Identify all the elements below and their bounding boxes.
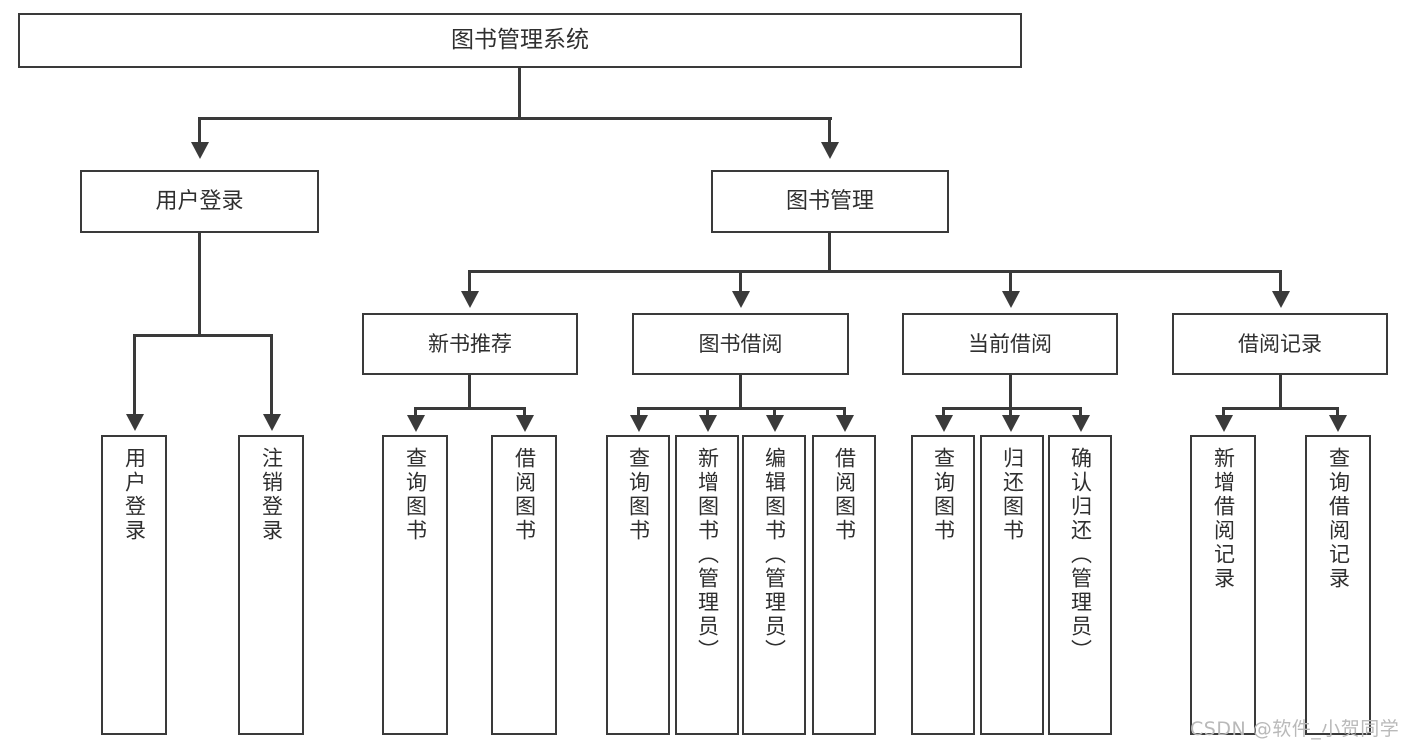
leaf-current-query-book[interactable]: 查询图书 — [911, 435, 975, 735]
edge-root-bus — [198, 117, 832, 120]
edge-book-borrow-to-add — [706, 407, 709, 417]
node-label: 借阅记录 — [1238, 331, 1322, 356]
arrow-current-to-confirm — [1072, 415, 1090, 432]
node-label: 图书管理 — [785, 188, 874, 214]
node-label: 用户登录 — [155, 188, 244, 214]
arrow-root-to-user-login — [191, 142, 209, 159]
node-user-login[interactable]: 用户登录 — [80, 170, 319, 233]
node-label: 确认归还（管理员） — [1068, 447, 1093, 663]
edge-root-stem — [518, 68, 521, 118]
edge-borrow-record-stem — [1279, 375, 1282, 408]
arrow-book-mgmt-to-new-book — [461, 291, 479, 308]
node-book-borrow[interactable]: 图书借阅 — [632, 313, 849, 375]
node-label: 注销登录 — [259, 447, 284, 543]
arrow-user-login-to-login — [126, 414, 144, 431]
arrow-record-to-query — [1329, 415, 1347, 432]
arrow-record-to-add — [1215, 415, 1233, 432]
leaf-borrow-query-book[interactable]: 查询图书 — [606, 435, 670, 735]
leaf-record-query-record[interactable]: 查询借阅记录 — [1305, 435, 1371, 735]
node-label: 借阅图书 — [512, 447, 537, 543]
node-label: 新书推荐 — [428, 331, 512, 356]
leaf-current-confirm-return-admin[interactable]: 确认归还（管理员） — [1048, 435, 1112, 735]
node-label: 用户登录 — [122, 447, 147, 543]
edge-new-book-to-query — [414, 407, 417, 417]
leaf-borrow-edit-book-admin[interactable]: 编辑图书（管理员） — [742, 435, 806, 735]
edge-current-to-query — [942, 407, 945, 417]
edge-book-borrow-to-lend — [843, 407, 846, 417]
leaf-recommend-query-book[interactable]: 查询图书 — [382, 435, 448, 735]
edge-current-to-confirm — [1079, 407, 1082, 417]
leaf-borrow-add-book-admin[interactable]: 新增图书（管理员） — [675, 435, 739, 735]
edge-current-borrow-bus — [942, 407, 1082, 410]
edge-root-to-user-login — [198, 117, 201, 144]
node-label: 编辑图书（管理员） — [762, 447, 787, 663]
node-label: 查询借阅记录 — [1326, 447, 1351, 591]
edge-user-login-to-login — [133, 334, 136, 416]
edge-user-login-stem — [198, 233, 201, 335]
edge-borrow-record-bus — [1222, 407, 1339, 410]
edge-book-borrow-to-edit — [773, 407, 776, 417]
node-label: 查询图书 — [931, 447, 956, 543]
edge-user-login-bus — [133, 334, 273, 337]
arrow-book-mgmt-to-borrow — [732, 291, 750, 308]
arrow-root-to-book-mgmt — [821, 142, 839, 159]
leaf-user-login[interactable]: 用户登录 — [101, 435, 167, 735]
arrow-book-borrow-to-add — [699, 415, 717, 432]
edge-new-book-to-borrow — [523, 407, 526, 417]
edge-book-mgmt-to-current — [1009, 270, 1012, 293]
edge-book-mgmt-to-new-book — [468, 270, 471, 293]
leaf-recommend-borrow-book[interactable]: 借阅图书 — [491, 435, 557, 735]
node-label: 归还图书 — [1000, 447, 1025, 543]
arrow-current-to-query — [935, 415, 953, 432]
leaf-current-return-book[interactable]: 归还图书 — [980, 435, 1044, 735]
node-label: 新增借阅记录 — [1211, 447, 1236, 591]
node-label: 图书借阅 — [698, 331, 783, 356]
arrow-book-borrow-to-query — [630, 415, 648, 432]
arrow-current-to-return — [1002, 415, 1020, 432]
arrow-new-book-to-query — [407, 415, 425, 432]
edge-new-book-bus — [414, 407, 526, 410]
node-label: 新增图书（管理员） — [695, 447, 720, 663]
edge-book-mgmt-to-borrow — [739, 270, 742, 293]
node-label: 借阅图书 — [832, 447, 857, 543]
edge-book-borrow-bus — [637, 407, 846, 410]
edge-record-to-query — [1336, 407, 1339, 417]
edge-book-mgmt-stem — [828, 233, 831, 271]
node-label: 当前借阅 — [968, 331, 1052, 356]
node-label: 查询图书 — [403, 447, 428, 543]
arrow-user-login-to-logout — [263, 414, 281, 431]
edge-new-book-stem — [468, 375, 471, 408]
node-borrow-record[interactable]: 借阅记录 — [1172, 313, 1388, 375]
node-label: 查询图书 — [626, 447, 651, 543]
node-root-library-system[interactable]: 图书管理系统 — [18, 13, 1022, 68]
arrow-book-mgmt-to-record — [1272, 291, 1290, 308]
node-book-management[interactable]: 图书管理 — [711, 170, 949, 233]
arrow-book-borrow-to-edit — [766, 415, 784, 432]
leaf-user-logout[interactable]: 注销登录 — [238, 435, 304, 735]
edge-user-login-to-logout — [270, 334, 273, 416]
edge-record-to-add — [1222, 407, 1225, 417]
edge-book-mgmt-bus — [468, 270, 1282, 273]
edge-book-borrow-to-query — [637, 407, 640, 417]
leaf-record-add-record[interactable]: 新增借阅记录 — [1190, 435, 1256, 735]
edge-root-to-book-mgmt — [828, 117, 831, 144]
arrow-book-mgmt-to-current — [1002, 291, 1020, 308]
node-label: 图书管理系统 — [451, 27, 589, 54]
edge-book-mgmt-to-record — [1279, 270, 1282, 293]
edge-book-borrow-stem — [739, 375, 742, 408]
arrow-new-book-to-borrow — [516, 415, 534, 432]
arrow-book-borrow-to-lend — [836, 415, 854, 432]
edge-current-borrow-stem — [1009, 375, 1012, 408]
edge-current-to-return — [1009, 407, 1012, 417]
leaf-borrow-lend-book[interactable]: 借阅图书 — [812, 435, 876, 735]
node-new-book-recommend[interactable]: 新书推荐 — [362, 313, 578, 375]
node-current-borrow[interactable]: 当前借阅 — [902, 313, 1118, 375]
